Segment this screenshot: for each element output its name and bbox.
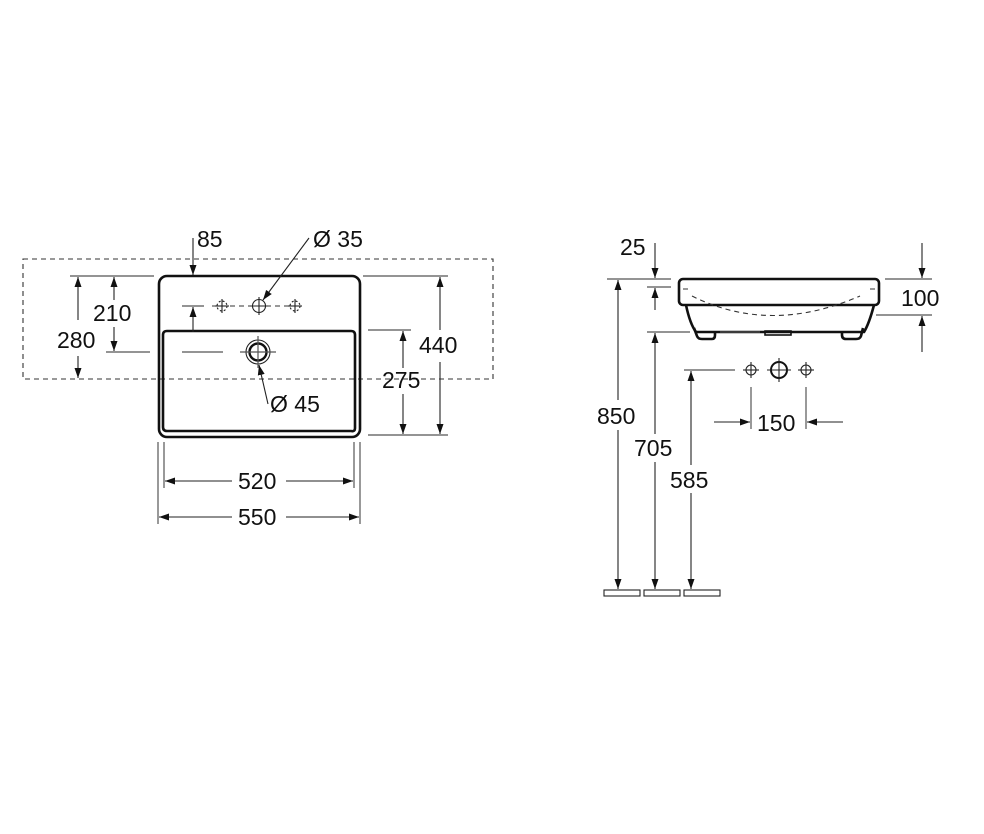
countertop-outline xyxy=(22,258,494,380)
dim-supply-spacing: 150 xyxy=(757,410,795,436)
dim-overall-depth: 440 xyxy=(419,332,457,358)
dim-inner-width: 520 xyxy=(238,468,276,494)
dim-depth-to-waste: 280 xyxy=(57,327,95,353)
side-view: 25 100 850 705 585 xyxy=(597,234,939,597)
supply-connections xyxy=(743,358,814,382)
dim-tap-to-bowl: 210 xyxy=(93,300,131,326)
dim-bowl-depth: 275 xyxy=(382,367,420,393)
dim-waste-diameter: Ø 45 xyxy=(270,391,320,417)
basin-foot-right xyxy=(840,327,865,341)
basin-foot-left xyxy=(692,327,717,341)
waste-block xyxy=(764,330,792,336)
basin-outer-outline xyxy=(157,274,362,439)
dim-underside-height: 705 xyxy=(634,435,672,461)
tap-holes xyxy=(212,297,302,315)
basin-body-outline xyxy=(684,304,876,334)
dim-tap-hole-offset: 85 xyxy=(197,226,223,252)
dim-overall-width: 550 xyxy=(238,504,276,530)
dim-basin-height: 100 xyxy=(901,285,939,311)
dim-rim-thickness: 25 xyxy=(620,234,646,260)
plan-view: 85 Ø 35 Ø 45 280 210 440 275 xyxy=(22,226,494,530)
dim-rim-height: 850 xyxy=(597,403,635,429)
bowl-inner-outline xyxy=(161,329,357,433)
waste-outlet-icon xyxy=(240,336,276,368)
floor-symbol xyxy=(603,589,721,597)
dim-supply-height: 585 xyxy=(670,467,708,493)
dim-tap-hole-diameter: Ø 35 xyxy=(313,226,363,252)
basin-rim-outline xyxy=(677,277,881,307)
